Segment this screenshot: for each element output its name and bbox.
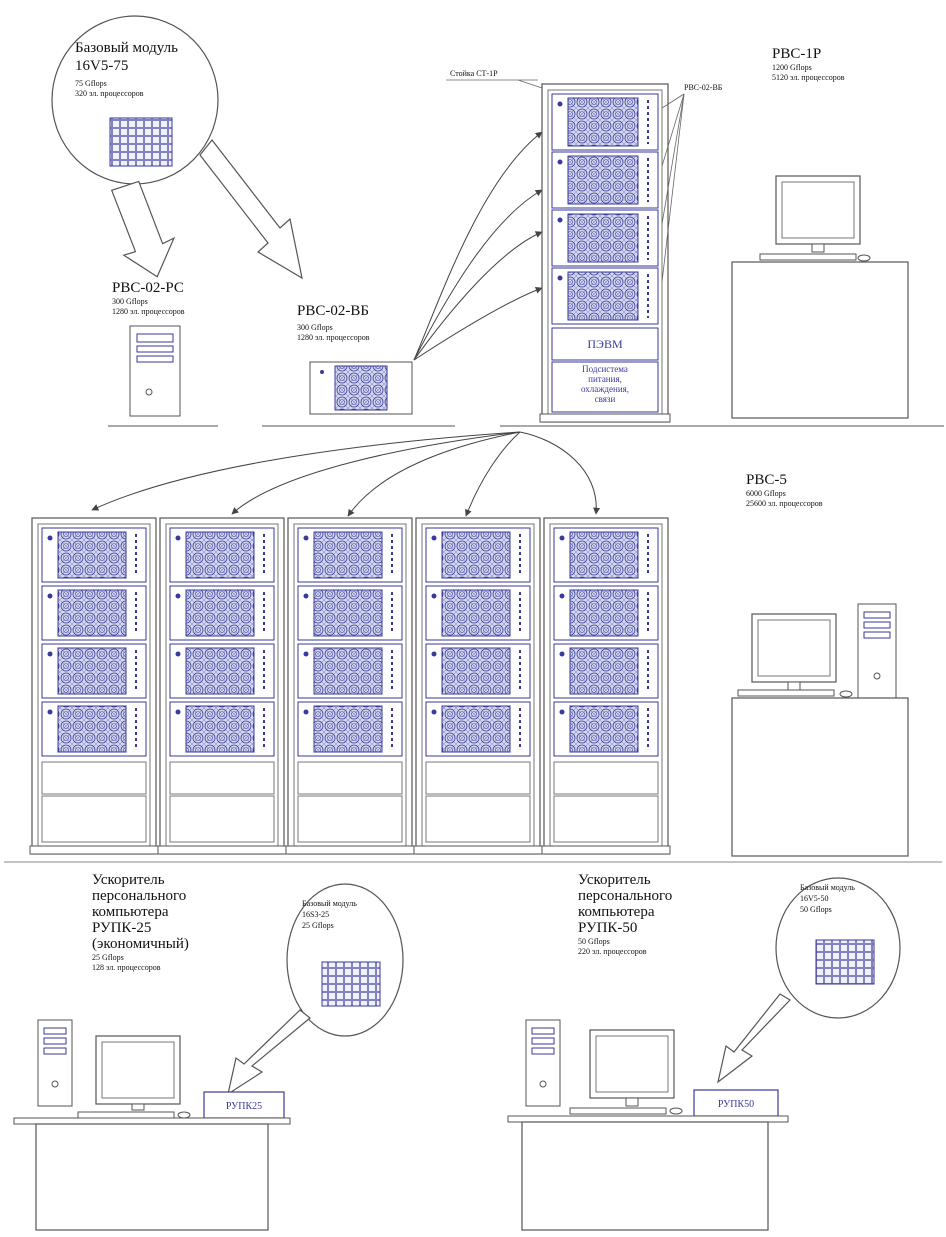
rvs02rs-group: РВС-02-РС 300 Gflops 1280 эл. процессоро… [108,280,218,427]
rupk25-device [203,1091,285,1119]
base-module-title: Базовый модуль [75,40,178,56]
rvs02vb-processors: 1280 эл. процессоров [297,333,370,342]
rvs5-processors: 25600 эл. процессоров [746,499,823,508]
rupk25-bubble-title: Базовый модуль [302,899,357,908]
arrows-rack-to-rvs5 [91,431,601,517]
rvs5-rack-5 [541,517,671,855]
rupk25-title-4: РУПК-25 [92,920,151,936]
rupk50-title-1: Ускоритель [578,872,651,888]
rupk25-bubble-flops: 25 Gflops [302,921,334,930]
rack-unit-3 [551,209,659,267]
rvs02vb-name: РВС-02-ВБ [297,303,369,319]
rupk25-title-2: персонального [92,888,186,904]
rupk25-bubble-code: 16S3-25 [302,910,329,919]
rvs02rs-processors: 1280 эл. процессоров [112,307,185,316]
rack-unit-4 [551,267,659,325]
rupk50-processors: 220 эл. процессоров [578,947,647,956]
rupk50-title-2: персонального [578,888,672,904]
rack-label: Стойка СТ-1Р [450,69,498,78]
rvs5-rack-1 [29,517,159,855]
arrow-to-rvs02vb [199,139,303,280]
rack-unit-1 [551,93,659,151]
rupk25-device-label: РУПК25 [226,1101,262,1112]
rack-unit-2 [551,151,659,209]
rupk50-desk [521,1121,769,1231]
rupk50-bubble-flops: 50 Gflops [800,905,832,914]
rvs5-label: РВС-5 6000 Gflops 25600 эл. процессоров [746,472,823,508]
subsystem-label-1: Подсистема [582,364,628,374]
rvs1r-name: РВС-1Р [772,46,821,62]
rack-unit-label: РВС-02-ВБ [684,83,723,92]
rupk50-bubble-code: 16V5-50 [800,894,828,903]
rvs02rs-flops: 300 Gflops [112,297,148,306]
rvs02rs-name: РВС-02-РС [112,280,184,296]
rupk50-arrow [717,993,791,1084]
rvs1r-desk [731,261,909,419]
base-module-processors: 320 эл. процессоров [75,89,144,98]
rvs1r-group: РВС-1Р 1200 Gflops 5120 эл. процессоров [500,46,944,427]
rvs1r-processors: 5120 эл. процессоров [772,73,845,82]
arrows-vb-to-rack [413,131,543,361]
rvs02vb-group: РВС-02-ВБ 300 Gflops 1280 эл. процессоро… [262,303,455,427]
rvs5-desk [731,697,909,857]
rvs02vb-flops: 300 Gflops [297,323,333,332]
rvs5-racks [29,517,671,855]
pevm-label: ПЭВМ [587,337,623,351]
rvs5-rack-4 [413,517,543,855]
subsystem-label-3: охлаждения, [581,384,629,394]
rupk50-title-3: компьютера [578,904,655,920]
rvs5-workstation [731,603,909,857]
rupk50-flops: 50 Gflops [578,937,610,946]
rupk50-board-icon [815,939,875,985]
base-module-bubble: Базовый модуль 16V5-75 75 Gflops 320 эл.… [51,15,303,280]
rupk50-group: Ускоритель персонального компьютера РУПК… [507,872,901,1231]
subsystem-label-4: связи [595,394,616,404]
base-module-code: 16V5-75 [75,58,128,74]
rupk25-board-icon [321,961,381,1007]
rvs5-tower-icon [857,603,897,699]
arrow-to-rvs02rs [110,180,176,278]
rvs1r-flops: 1200 Gflops [772,63,812,72]
subsystem-label-2: питания, [588,374,622,384]
rupk25-arrow [227,1009,311,1096]
rvs5-flops: 6000 Gflops [746,489,786,498]
rupk25-desk [35,1123,269,1231]
rvs5-rack-3 [285,517,415,855]
base-module-flops: 75 Gflops [75,79,107,88]
rupk25-processors: 128 эл. процессоров [92,963,161,972]
rvs5-name: РВС-5 [746,472,787,488]
rupk25-flops: 25 Gflops [92,953,124,962]
rupk25-title-1: Ускоритель [92,872,165,888]
rupk25-title-3: компьютера [92,904,169,920]
rupk50-device [693,1089,779,1117]
rupk25-group: Ускоритель персонального компьютера РУПК… [13,872,404,1231]
rupk50-device-label: РУПК50 [718,1099,754,1110]
base-module-board-icon [109,117,173,167]
rupk50-bubble-title: Базовый модуль [800,883,855,892]
rupk25-title-5: (экономичный) [92,936,189,952]
rack-st1r: Стойка СТ-1Р П [446,69,723,423]
rupk50-title-4: РУПК-50 [578,920,637,936]
rvs5-rack-2 [157,517,287,855]
